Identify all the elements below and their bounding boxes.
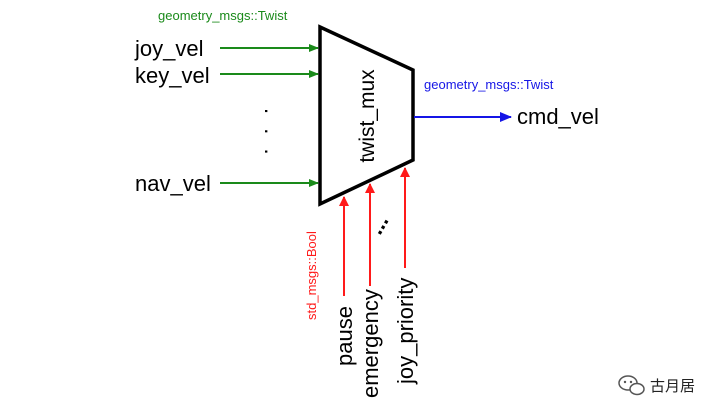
- input-label-nav-vel: nav_vel: [135, 171, 211, 196]
- watermark: 古月居: [618, 375, 695, 396]
- lock-label-joy-priority: joy_priority: [393, 278, 418, 385]
- output-label-cmd-vel: cmd_vel: [517, 104, 599, 129]
- lock-type-label: std_msgs::Bool: [304, 231, 319, 320]
- input-type-label: geometry_msgs::Twist: [158, 8, 288, 23]
- input-label-key-vel: key_vel: [135, 63, 210, 88]
- lock-ellipsis: ...: [363, 210, 394, 238]
- twist-mux-label: twist_mux: [356, 69, 379, 163]
- lock-label-emergency: emergency: [358, 289, 383, 398]
- input-label-joy-vel: joy_vel: [134, 36, 203, 61]
- wechat-bubble-icon: [618, 375, 645, 396]
- lock-label-pause: pause: [332, 306, 357, 366]
- watermark-text: 古月居: [650, 377, 695, 395]
- output-type-label: geometry_msgs::Twist: [424, 77, 554, 92]
- twist-mux-block: [318, 24, 415, 207]
- input-ellipsis: . . .: [260, 108, 285, 159]
